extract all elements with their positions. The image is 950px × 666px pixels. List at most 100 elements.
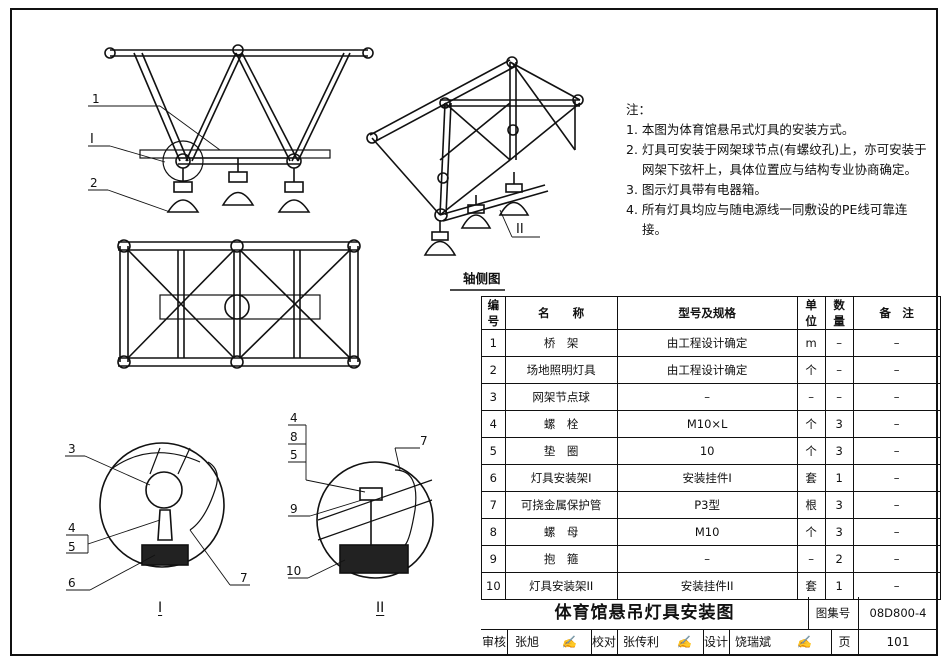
check-label: 校对 bbox=[591, 629, 618, 656]
review-label: 审核 bbox=[481, 629, 508, 656]
lamp-left bbox=[166, 168, 200, 213]
detail-II-label: II bbox=[376, 600, 385, 616]
reviewer-signature: ✍ bbox=[547, 629, 592, 656]
design-label: 设计 bbox=[703, 629, 730, 656]
table-cell: 灯具安装架Ⅰ bbox=[504, 464, 618, 492]
table-cell: – bbox=[852, 383, 941, 411]
d1-callout-6: 6 bbox=[68, 576, 76, 590]
leader-lines bbox=[65, 105, 540, 591]
note-item: 1. 本图为体育馆悬吊式灯具的安装方式。 bbox=[626, 122, 855, 137]
truss-plan bbox=[117, 239, 361, 369]
lamp-right bbox=[277, 168, 311, 213]
designer-signature: ✍ bbox=[777, 629, 832, 656]
note-item: 4. 所有灯具均应与随电源线一同敷设的PE线可靠连接。 bbox=[626, 202, 908, 237]
callout-detail-II: II bbox=[516, 222, 524, 237]
table-cell: 10 bbox=[616, 437, 798, 465]
table-cell: 场地照明灯具 bbox=[504, 356, 618, 384]
table-cell: 套 bbox=[796, 572, 826, 600]
d1-callout-3: 3 bbox=[68, 442, 76, 456]
page-number: 101 bbox=[886, 635, 910, 649]
table-cell: 2 bbox=[824, 545, 854, 573]
d2-callout-8: 8 bbox=[290, 430, 298, 444]
table-cell: – bbox=[824, 329, 854, 357]
table-cell: 8 bbox=[481, 518, 506, 546]
table-cell: 桥 架 bbox=[504, 329, 618, 357]
header-cell: 备 注 bbox=[852, 296, 941, 330]
table-cell: 10 bbox=[481, 572, 506, 600]
table-cell: 由工程设计确定 bbox=[616, 356, 798, 384]
table-cell: 个 bbox=[796, 437, 826, 465]
table-cell: – bbox=[852, 437, 941, 465]
table-cell: – bbox=[852, 572, 941, 600]
table-cell: 4 bbox=[481, 410, 506, 438]
table-cell: 垫 圈 bbox=[504, 437, 618, 465]
table-cell: 由工程设计确定 bbox=[616, 329, 798, 357]
detail-I-label: I bbox=[158, 600, 163, 616]
table-cell: 2 bbox=[481, 356, 506, 384]
d2-callout-5: 5 bbox=[290, 448, 298, 462]
callout-2: 2 bbox=[90, 176, 98, 190]
note-item: 2. 灯具可安装于网架球节点(有螺纹孔)上，亦可安装于网架下弦杆上，具体位置应与… bbox=[626, 142, 927, 177]
axonometric-caption: 轴侧图 bbox=[463, 271, 501, 286]
table-cell: – bbox=[616, 383, 798, 411]
callout-detail-I: I bbox=[90, 132, 94, 147]
table-cell: 个 bbox=[796, 356, 826, 384]
notes-block: 注： 1. 本图为体育馆悬吊式灯具的安装方式。 2. 灯具可安装于网架球节点(有… bbox=[626, 100, 932, 240]
detail-II-drawing bbox=[316, 461, 434, 579]
table-cell: M10×L bbox=[616, 410, 798, 438]
table-cell: – bbox=[796, 383, 826, 411]
table-cell: 安装挂件II bbox=[616, 572, 798, 600]
reviewer-name: 张旭 bbox=[514, 635, 539, 649]
callout-1: 1 bbox=[92, 92, 100, 106]
table-cell: 3 bbox=[824, 518, 854, 546]
table-cell: 1 bbox=[481, 329, 506, 357]
atlas-label: 图集号 bbox=[808, 597, 859, 630]
table-cell: – bbox=[852, 491, 941, 519]
table-cell: 安装挂件Ⅰ bbox=[616, 464, 798, 492]
checker-name: 张传利 bbox=[622, 635, 659, 649]
table-cell: – bbox=[852, 329, 941, 357]
drawing-title: 体育馆悬吊灯具安装图 bbox=[481, 597, 809, 630]
d2-callout-4: 4 bbox=[290, 411, 298, 425]
header-cell: 型号及规格 bbox=[616, 296, 798, 330]
table-cell: 6 bbox=[481, 464, 506, 492]
table-cell: 个 bbox=[796, 518, 826, 546]
table-cell: m bbox=[796, 329, 826, 357]
table-cell: 7 bbox=[481, 491, 506, 519]
table-cell: 套 bbox=[796, 464, 826, 492]
designer-name: 饶瑞斌 bbox=[734, 635, 771, 649]
table-cell: 个 bbox=[796, 410, 826, 438]
table-cell: – bbox=[852, 518, 941, 546]
table-cell: – bbox=[852, 464, 941, 492]
d2-callout-7: 7 bbox=[420, 434, 428, 448]
header-cell: 编号 bbox=[481, 296, 506, 330]
d1-callout-5: 5 bbox=[68, 540, 76, 554]
table-cell: 3 bbox=[481, 383, 506, 411]
table-cell: 可挠金属保护管 bbox=[504, 491, 618, 519]
notes-title: 注： bbox=[626, 102, 652, 117]
truss-axonometric bbox=[366, 56, 584, 256]
d1-callout-4: 4 bbox=[68, 521, 76, 535]
header-cell: 单位 bbox=[796, 296, 826, 330]
page-label: 页 bbox=[831, 629, 859, 656]
table-cell: – bbox=[616, 545, 798, 573]
table-header-row: 编号 名 称 型号及规格 单位 数量 备 注 bbox=[481, 296, 941, 330]
table-cell: 螺 母 bbox=[504, 518, 618, 546]
table-cell: 9 bbox=[481, 545, 506, 573]
atlas-number: 08D800-4 bbox=[858, 597, 938, 630]
table-cell: 螺 栓 bbox=[504, 410, 618, 438]
table-cell: 3 bbox=[824, 437, 854, 465]
table-cell: – bbox=[796, 545, 826, 573]
table-cell: 3 bbox=[824, 491, 854, 519]
header-cell: 名 称 bbox=[504, 296, 618, 330]
